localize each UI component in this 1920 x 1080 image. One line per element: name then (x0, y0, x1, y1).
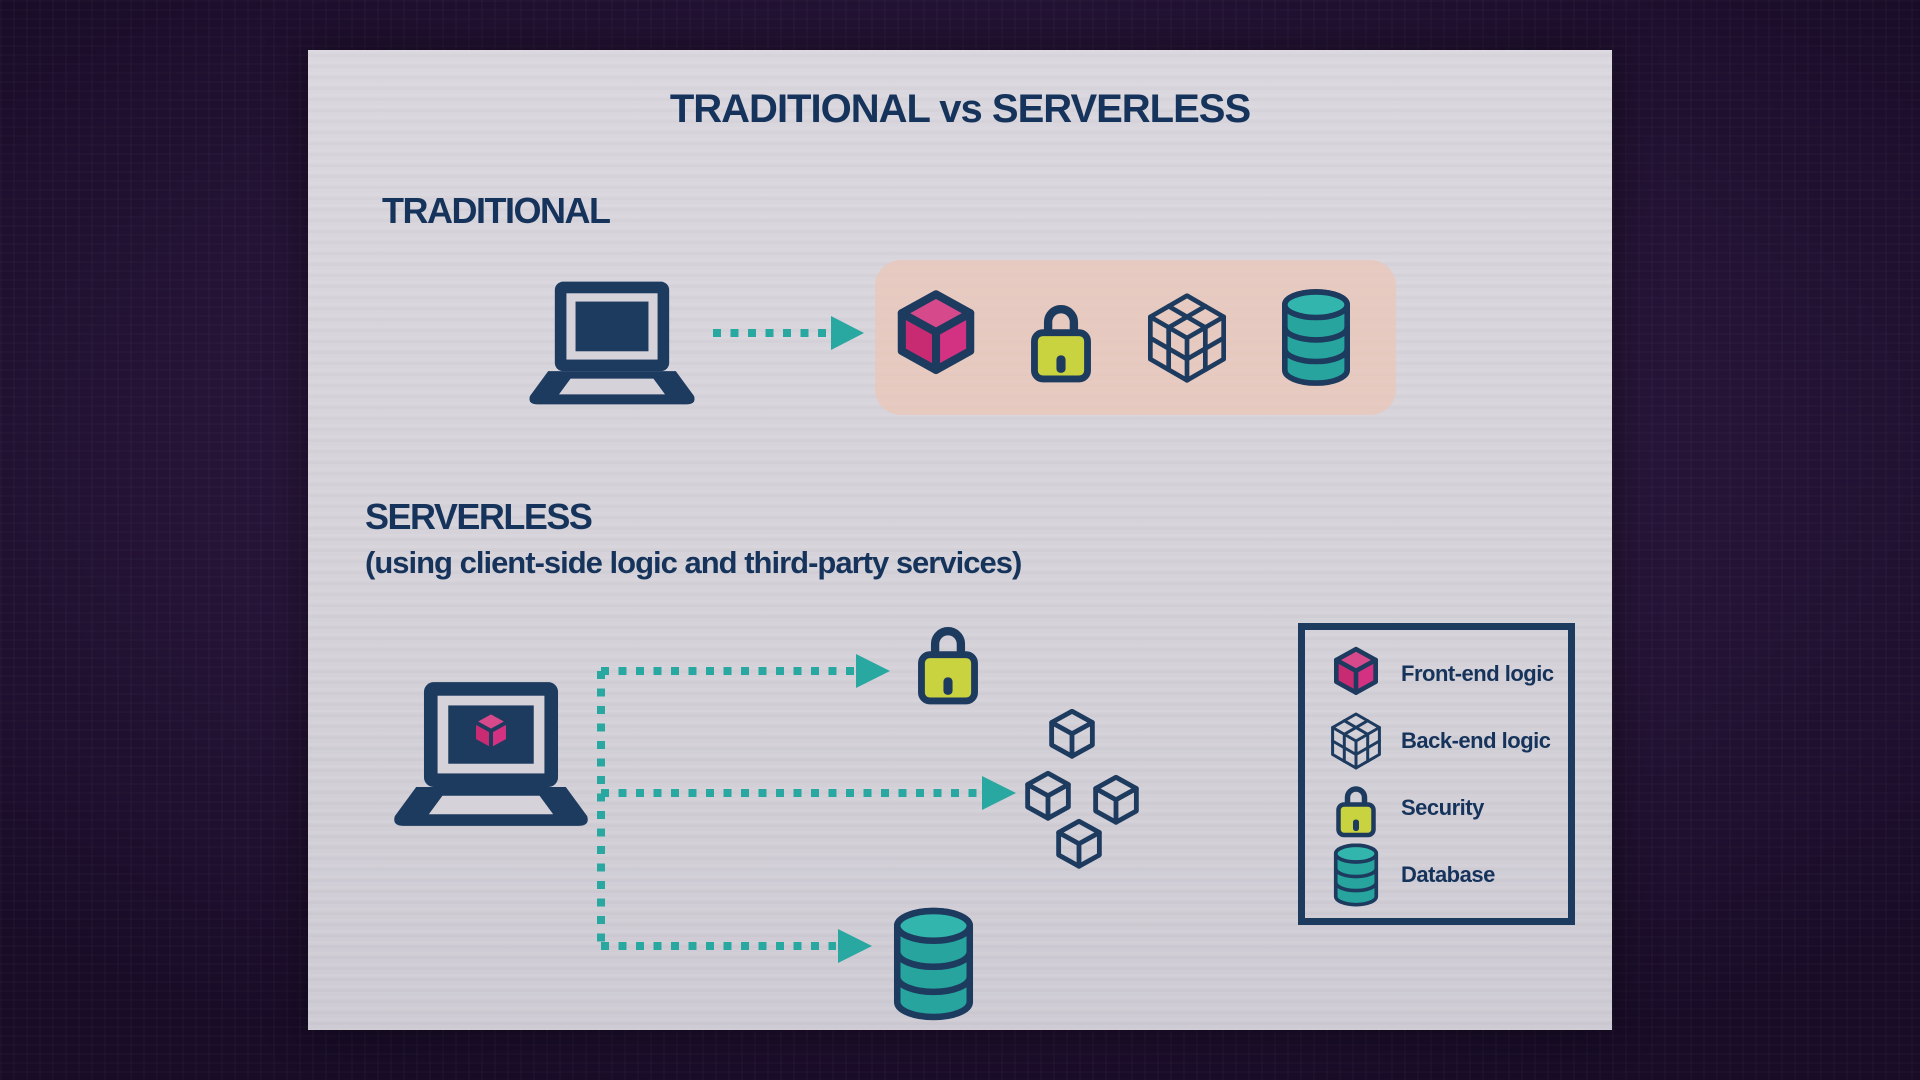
traditional-laptop-icon (529, 281, 695, 405)
legend: Front-end logic Back-end logic Security … (1298, 623, 1575, 925)
serverless-database-icon (887, 905, 980, 1023)
traditional-section-label: TRADITIONAL (382, 190, 611, 231)
front-end-logic-cube-icon (474, 712, 508, 750)
front-end-logic-cube-icon (1330, 645, 1382, 703)
legend-item-label: Back-end logic (1401, 727, 1551, 753)
arrowhead (982, 776, 1016, 810)
database-icon (1276, 287, 1356, 388)
security-lock-icon (1331, 777, 1381, 839)
arrowhead (831, 316, 864, 350)
serverless-subtitle: (using client-side logic and third-party… (365, 545, 1022, 580)
serverless-section-label: SERVERLESS (365, 496, 593, 537)
legend-item: Front-end logic (1325, 640, 1562, 707)
arrowhead (838, 929, 872, 963)
backend-cube-icon (1052, 817, 1106, 877)
serverless-security-lock-icon (910, 613, 986, 707)
slide: TRADITIONAL vs SERVERLESS TRADITIONAL (308, 50, 1612, 1030)
security-lock-icon (1023, 291, 1099, 385)
traditional-services-panel (875, 260, 1396, 415)
legend-item: Security (1325, 774, 1562, 841)
back-end-logic-grid-cube-icon (1326, 711, 1386, 771)
legend-item-label: Security (1401, 794, 1484, 820)
page-title: TRADITIONAL vs SERVERLESS (669, 87, 1251, 131)
legend-item-label: Front-end logic (1401, 660, 1554, 686)
serverless-laptop-icon (394, 682, 588, 826)
arrowhead (856, 654, 890, 688)
legend-item: Database (1325, 841, 1562, 908)
legend-item: Back-end logic (1325, 707, 1562, 774)
front-end-logic-cube-icon (891, 287, 981, 388)
database-icon (1330, 842, 1382, 908)
back-end-logic-grid-cube-icon (1140, 291, 1234, 385)
backend-cube-icon (1045, 707, 1099, 767)
legend-item-label: Database (1401, 861, 1495, 887)
